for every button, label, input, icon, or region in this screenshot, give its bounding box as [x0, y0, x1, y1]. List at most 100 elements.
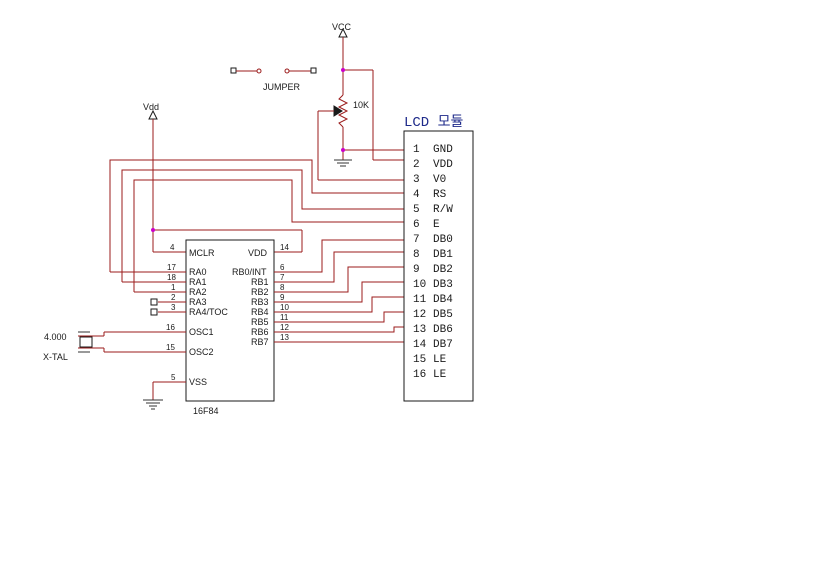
lcd-pin-number: 14 [413, 339, 427, 351]
pin-number: 8 [280, 283, 285, 292]
mcu-16f84: 16F84 4 MCLR 17 RA0 18 RA1 1 RA2 2 RA3 3… [104, 239, 289, 416]
lcd-pin-number: 16 [413, 369, 426, 381]
lcd-title: LCD 모듈 [404, 115, 463, 131]
lcd-pin-name: GND [433, 144, 453, 156]
lcd-pin-name: R/W [433, 204, 453, 216]
mcu-name: 16F84 [193, 406, 219, 416]
pin-number: 7 [280, 273, 285, 282]
lcd-pin-name: LE [433, 354, 447, 366]
crystal: 4.000 X-TAL [43, 331, 105, 362]
jumper-pad-icon [310, 67, 317, 74]
pin-number: 9 [280, 293, 285, 302]
jumper-pad-icon [230, 67, 237, 74]
crystal-icon [79, 336, 93, 348]
data-bus-wires [274, 239, 404, 343]
vdd-label: Vdd [143, 102, 159, 112]
pin-name: RB7 [251, 337, 269, 347]
jumper: JUMPER [230, 67, 317, 92]
jumper-contact-icon [256, 68, 262, 74]
lcd-pin-number: 7 [413, 234, 420, 246]
vdd-arrow-icon [148, 109, 158, 120]
lcd-pin-number: 3 [413, 174, 420, 186]
junction-dot [341, 148, 345, 152]
lcd-pin-number: 5 [413, 204, 420, 216]
lcd-body [403, 130, 474, 402]
pin-number: 2 [171, 293, 176, 302]
nc-pad-icon [150, 298, 158, 306]
lcd-pin-number: 13 [413, 324, 426, 336]
vcc-label: VCC [332, 22, 352, 32]
pin-name: RB4 [251, 307, 269, 317]
lcd-pin-number: 12 [413, 309, 426, 321]
lcd-pin-name: DB4 [433, 294, 453, 306]
lcd-pin-name: DB7 [433, 339, 453, 351]
pin-number: 5 [171, 373, 176, 382]
pin-name: OSC1 [189, 327, 214, 337]
lcd-pin-name: V0 [433, 174, 446, 186]
ground-icon [334, 159, 352, 167]
pin-number: 14 [280, 243, 289, 252]
pin-name: MCLR [189, 248, 215, 258]
lcd-pin-number: 11 [413, 294, 427, 306]
pin-name: RA2 [189, 287, 207, 297]
lcd-pin-name: DB5 [433, 309, 453, 321]
lcd-pin-name: VDD [433, 159, 453, 171]
pin-name: VDD [248, 248, 268, 258]
pin-name: RB3 [251, 297, 269, 307]
pin-name: RB0/INT [232, 267, 267, 277]
crystal-label: X-TAL [43, 352, 68, 362]
pin-name: RA1 [189, 277, 207, 287]
lcd-pin-number: 1 [413, 144, 420, 156]
control-wires [109, 159, 404, 292]
pin-name: RB1 [251, 277, 269, 287]
pin-name: RB2 [251, 287, 269, 297]
lcd-pin-number: 2 [413, 159, 420, 171]
lcd-pin-name: DB1 [433, 249, 453, 261]
mcu-ground [143, 382, 163, 410]
junction-dot [151, 228, 155, 232]
pin-number: 12 [280, 323, 289, 332]
pin-number: 4 [170, 243, 175, 252]
lcd-pin-name: DB2 [433, 264, 453, 276]
pin-number: 13 [280, 333, 289, 342]
pin-number: 3 [171, 303, 176, 312]
pin-name: RB6 [251, 327, 269, 337]
crystal-value: 4.000 [44, 332, 67, 342]
mcu-body [185, 239, 275, 402]
junction-dot [341, 68, 345, 72]
lcd-pin-name: LE [433, 369, 447, 381]
pin-number: 1 [171, 283, 176, 292]
vdd-supply: Vdd [143, 102, 303, 253]
nc-pad-icon [150, 308, 158, 316]
lcd-module: LCD 모듈 1 GND 2 VDD 3 V0 4 RS 5 R/W 6 E 7 DB0 8 DB1 9 DB2 1… [403, 115, 474, 402]
pin-number: 10 [280, 303, 289, 312]
pin-name: RA3 [189, 297, 207, 307]
lcd-pin-name: E [433, 219, 440, 231]
lcd-pin-name: DB3 [433, 279, 453, 291]
vcc-supply: VCC [332, 22, 404, 161]
pot-label: 10K [353, 100, 369, 110]
pin-number: 18 [167, 273, 176, 282]
pin-name: RA4/TOC [189, 307, 228, 317]
pin-number: 6 [280, 263, 285, 272]
jumper-contact-icon [284, 68, 290, 74]
pin-name: RA0 [189, 267, 207, 277]
pin-number: 15 [166, 343, 175, 352]
pin-number: 11 [280, 313, 289, 322]
potentiometer-10k: 10K [317, 94, 404, 181]
pin-name: OSC2 [189, 347, 214, 357]
lcd-pin-number: 15 [413, 354, 426, 366]
lcd-pin-name: RS [433, 189, 447, 201]
lcd-pin-number: 6 [413, 219, 420, 231]
lcd-pin-number: 9 [413, 264, 420, 276]
lcd-pin-number: 4 [413, 189, 420, 201]
lcd-pin-number: 8 [413, 249, 420, 261]
jumper-label: JUMPER [263, 82, 301, 92]
pin-number: 17 [167, 263, 176, 272]
pin-number: 16 [166, 323, 175, 332]
lcd-pin-name: DB0 [433, 234, 453, 246]
pin-name: VSS [189, 377, 207, 387]
pin-name: RB5 [251, 317, 269, 327]
